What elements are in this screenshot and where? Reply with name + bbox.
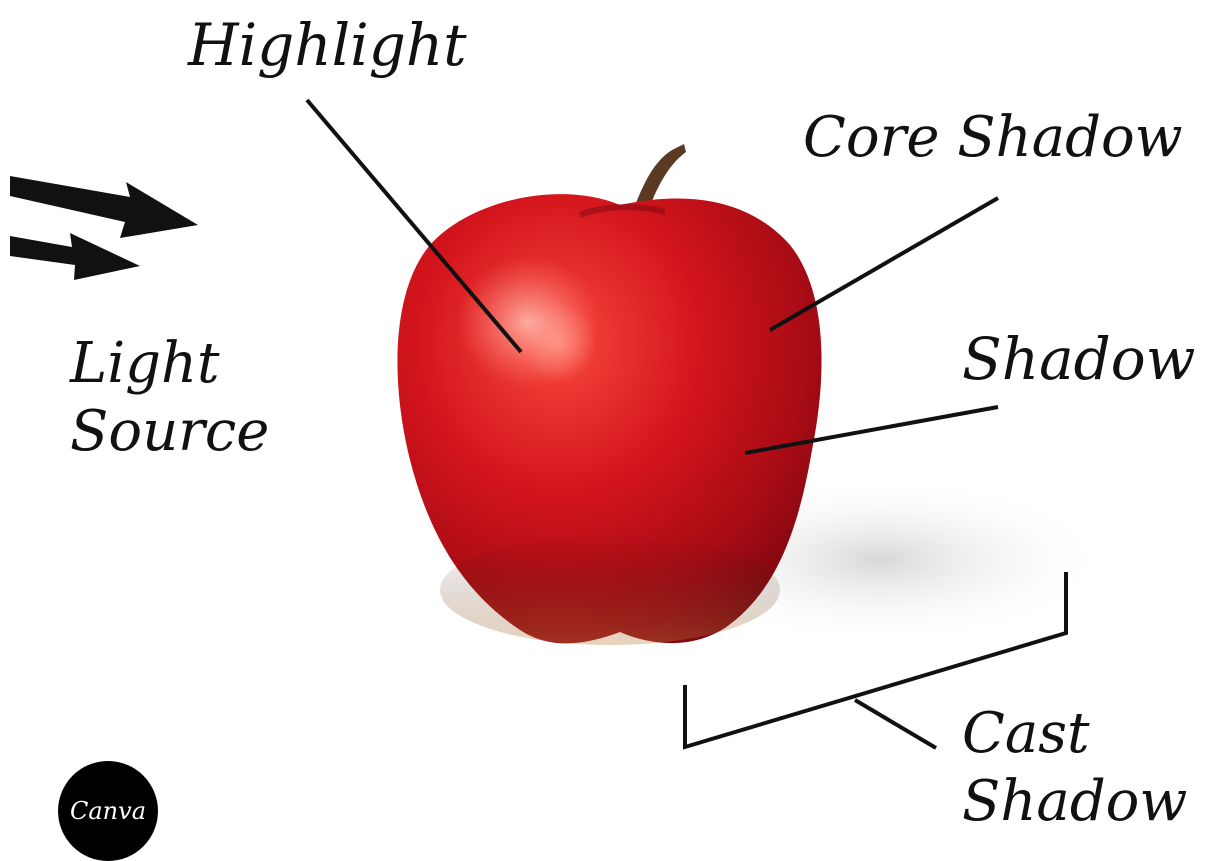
shadow-label: Shadow [962, 330, 1195, 388]
canva-logo: Canva [58, 761, 158, 861]
apple-illustration [397, 144, 821, 645]
light-source-label-line1: Light [70, 330, 269, 398]
arrow-icon [10, 176, 198, 238]
apple-stem [636, 144, 686, 206]
cast-shadow-label-line1: Cast [962, 700, 1187, 768]
apple-bottom-tint [440, 535, 780, 645]
core-shadow-leader-line [770, 198, 998, 330]
light-source-label: Light Source [70, 330, 269, 466]
apple-highlight-spot [456, 256, 600, 388]
cast-shadow-label: Cast Shadow [962, 700, 1187, 836]
core-shadow-label: Core Shadow [803, 110, 1183, 166]
light-source-label-line2: Source [70, 398, 269, 466]
arrow-icon [10, 233, 140, 280]
light-arrows [10, 176, 198, 280]
highlight-label: Highlight [188, 16, 467, 74]
canva-logo-text: Canva [70, 797, 146, 825]
cast-shadow-label-line2: Shadow [962, 768, 1187, 836]
